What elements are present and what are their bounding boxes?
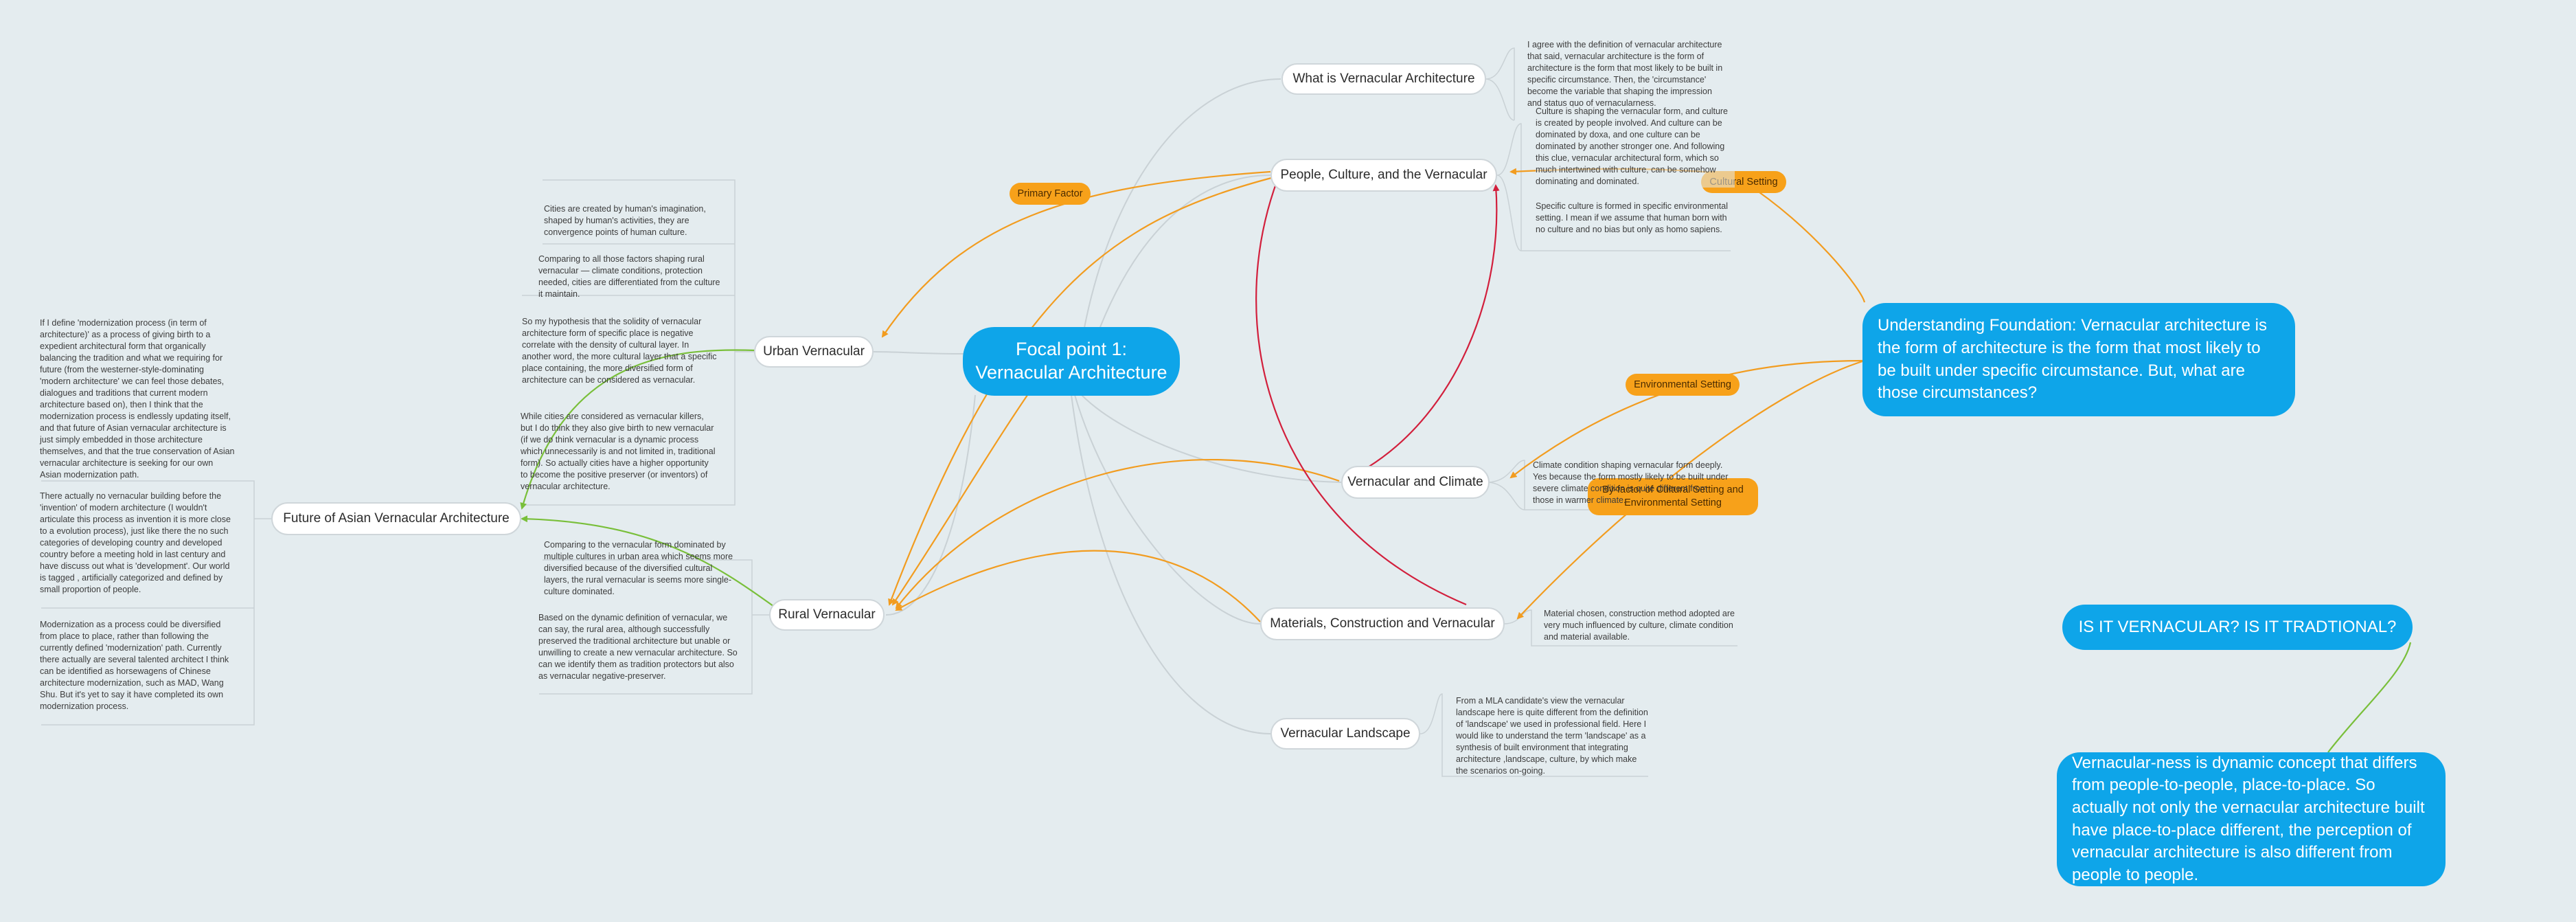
central-topic-label: Focal point 1: Vernacular Architecture	[975, 339, 1167, 383]
note-rural-comparing: Comparing to the vernacular form dominat…	[544, 539, 736, 598]
floating-is-it-text: IS IT VERNACULAR? IS IT TRADTIONAL?	[2078, 617, 2397, 636]
note-urban-cities: Cities are created by human's imaginatio…	[544, 203, 722, 238]
note-urban-hypothesis: So my hypothesis that the solidity of ve…	[522, 316, 720, 386]
branch-rural[interactable]: Rural Vernacular	[769, 599, 885, 631]
branch-rural-label: Rural Vernacular	[778, 607, 876, 622]
note-urban-cities-text: Cities are created by human's imaginatio…	[544, 204, 706, 237]
branch-urban[interactable]: Urban Vernacular	[754, 336, 874, 368]
note-climate: Climate condition shaping vernacular for…	[1533, 460, 1729, 506]
branch-people-culture[interactable]: People, Culture, and the Vernacular	[1270, 159, 1497, 192]
floating-understanding[interactable]: Understanding Foundation: Vernacular arc…	[1862, 303, 2295, 416]
link-central-materials	[1074, 394, 1261, 625]
note-what-is: I agree with the definition of vernacula…	[1527, 39, 1723, 109]
note-rural-dynamic: Based on the dynamic definition of verna…	[538, 612, 738, 682]
branch-future-label: Future of Asian Vernacular Architecture	[283, 511, 510, 526]
red-arrows	[1255, 179, 1500, 606]
note-people-environment: Specific culture is formed in specific e…	[1536, 201, 1729, 236]
link-central-urban	[873, 351, 965, 355]
note-future-diversified-text: Modernization as a process could be dive…	[40, 620, 229, 711]
note-climate-text: Climate condition shaping vernacular for…	[1533, 460, 1729, 505]
tag-by-factor[interactable]: By-factor of Cultural Setting and Enviro…	[1588, 478, 1758, 515]
note-materials-text: Material chosen, construction method ado…	[1544, 609, 1735, 642]
branch-landscape-label: Vernacular Landscape	[1280, 726, 1411, 741]
note-urban-comparing: Comparing to all those factors shaping r…	[538, 254, 727, 300]
tag-primary-factor[interactable]: Primary Factor	[1010, 183, 1091, 205]
note-urban-cities-killers: While cities are considered as vernacula…	[521, 411, 716, 493]
tag-primary-factor-label: Primary Factor	[1017, 188, 1083, 199]
central-topic[interactable]: Focal point 1: Vernacular Architecture	[963, 327, 1180, 396]
tag-by-factor-label: By-factor of Cultural Setting and	[1602, 484, 1744, 496]
note-future-modernization: If I define 'modernization process (in t…	[40, 317, 236, 481]
branch-future[interactable]: Future of Asian Vernacular Architecture	[271, 502, 521, 535]
link-central-climate	[1081, 394, 1343, 483]
note-rural-dynamic-text: Based on the dynamic definition of verna…	[538, 613, 738, 681]
tag-by-factor-label-2: Environmental Setting	[1624, 497, 1722, 508]
link-central-what-is	[1074, 78, 1281, 396]
tag-environmental-setting-label: Environmental Setting	[1634, 379, 1731, 390]
note-urban-comparing-text: Comparing to all those factors shaping r…	[538, 254, 720, 299]
green-arrows	[520, 349, 2412, 753]
note-future-invention: There actually no vernacular building be…	[40, 491, 236, 596]
branch-what-is[interactable]: What is Vernacular Architecture	[1281, 63, 1486, 95]
note-future-invention-text: There actually no vernacular building be…	[40, 491, 231, 594]
note-rural-comparing-text: Comparing to the vernacular form dominat…	[544, 540, 733, 596]
note-people-environment-text: Specific culture is formed in specific e…	[1536, 201, 1728, 234]
floating-vernacularness[interactable]: Vernacular-ness is dynamic concept that …	[2057, 752, 2446, 886]
link-central-landscape	[1071, 394, 1271, 734]
note-future-modernization-text: If I define 'modernization process (in t…	[40, 318, 235, 480]
note-urban-hypothesis-text: So my hypothesis that the solidity of ve…	[522, 317, 717, 385]
floating-understanding-text: Understanding Foundation: Vernacular arc…	[1878, 316, 2267, 403]
branch-landscape[interactable]: Vernacular Landscape	[1270, 718, 1420, 750]
note-landscape-text: From a MLA candidate's view the vernacul…	[1456, 696, 1648, 776]
note-materials: Material chosen, construction method ado…	[1544, 608, 1737, 643]
floating-vernacularness-text: Vernacular-ness is dynamic concept that …	[2072, 753, 2425, 884]
note-what-is-text: I agree with the definition of vernacula…	[1527, 40, 1723, 108]
floating-is-it[interactable]: IS IT VERNACULAR? IS IT TRADTIONAL?	[2062, 605, 2413, 650]
note-people-culture-text: Culture is shaping the vernacular form, …	[1536, 106, 1729, 186]
branch-climate[interactable]: Vernacular and Climate	[1341, 466, 1490, 499]
branch-people-culture-label: People, Culture, and the Vernacular	[1280, 168, 1488, 182]
branch-materials[interactable]: Materials, Construction and Vernacular	[1260, 607, 1505, 640]
tag-environmental-setting[interactable]: Environmental Setting	[1626, 374, 1740, 396]
note-brackets	[41, 47, 1737, 777]
note-people-culture: Culture is shaping the vernacular form, …	[1536, 106, 1735, 188]
branch-climate-label: Vernacular and Climate	[1347, 475, 1483, 489]
branch-urban-label: Urban Vernacular	[763, 344, 865, 359]
branch-what-is-label: What is Vernacular Architecture	[1292, 71, 1475, 86]
branch-materials-label: Materials, Construction and Vernacular	[1270, 616, 1495, 631]
note-landscape: From a MLA candidate's view the vernacul…	[1456, 695, 1650, 777]
note-future-diversified: Modernization as a process could be dive…	[40, 619, 236, 712]
note-urban-cities-killers-text: While cities are considered as vernacula…	[521, 412, 716, 491]
